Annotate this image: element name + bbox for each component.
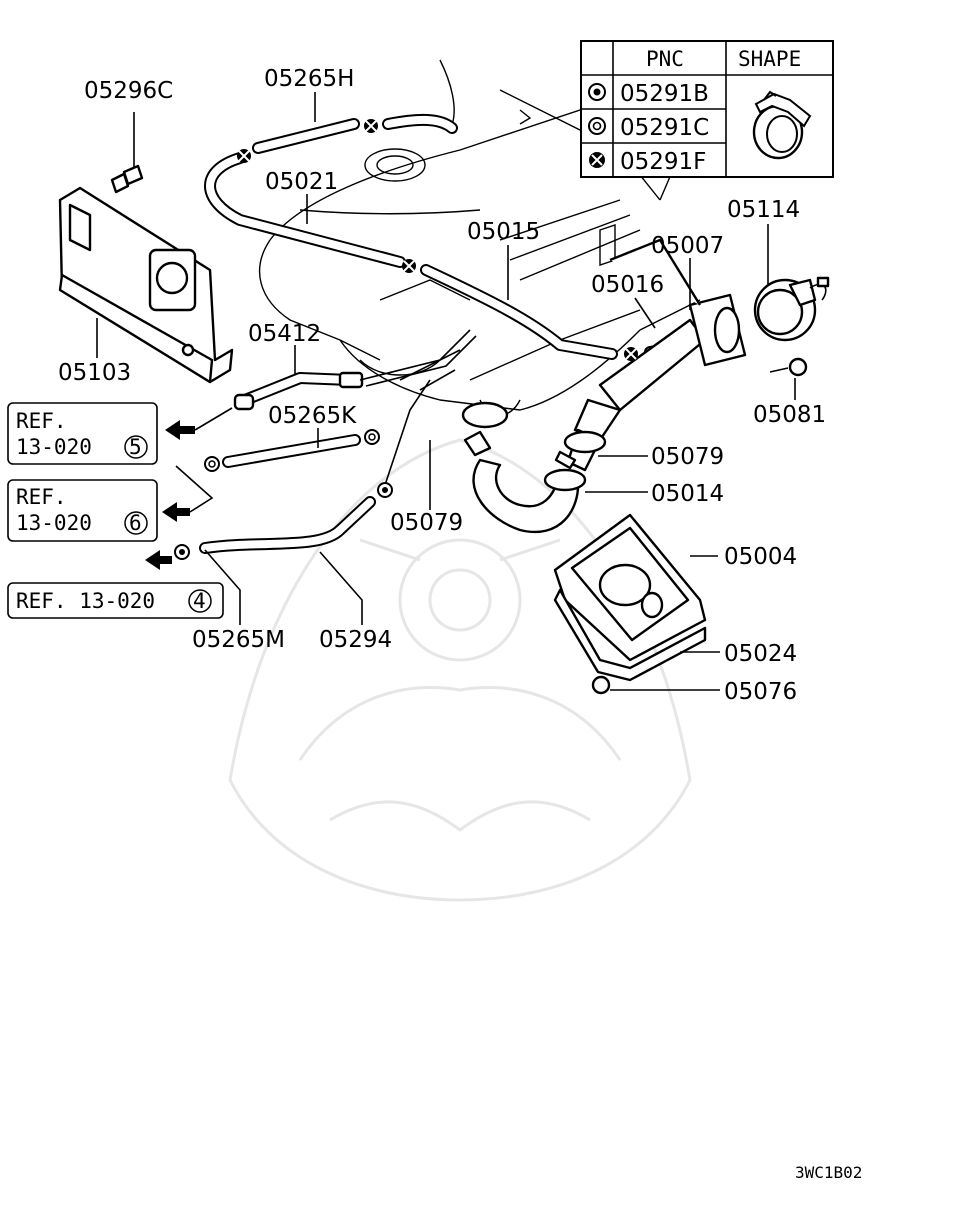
clip-05076 bbox=[591, 675, 611, 695]
circle-x-icon bbox=[364, 119, 378, 133]
svg-text:13-020: 13-020 bbox=[16, 435, 92, 459]
filler-box-05004 bbox=[553, 513, 707, 662]
circle-x-icon bbox=[589, 152, 605, 168]
double-circle-icon bbox=[364, 429, 380, 445]
nut-05081 bbox=[769, 357, 808, 377]
diagram-code: 3WC1B02 bbox=[795, 1163, 862, 1182]
vent-hose-05412 bbox=[233, 329, 477, 411]
part-label-05015: 05015 bbox=[467, 219, 540, 245]
reference-box-5: REF. 13-020 5 bbox=[7, 402, 158, 465]
part-labels: 05296C 05265H 05021 05015 05007 05114 05… bbox=[58, 66, 826, 705]
gasket-05024 bbox=[553, 588, 707, 682]
legend-pnc-05291C: 05291C bbox=[620, 115, 709, 141]
fuel-cap bbox=[753, 276, 830, 342]
svg-text:4: 4 bbox=[193, 589, 206, 613]
svg-text:6: 6 bbox=[129, 511, 142, 535]
svg-text:REF.: REF. bbox=[16, 409, 67, 433]
part-label-05114: 05114 bbox=[727, 197, 800, 223]
arrow-left-icon bbox=[145, 550, 172, 570]
svg-text:13-020: 13-020 bbox=[16, 511, 92, 535]
watermark-emblem bbox=[228, 438, 692, 902]
reference-box-6: REF. 13-020 6 bbox=[7, 479, 158, 542]
part-label-05014: 05014 bbox=[651, 481, 724, 507]
part-label-05079-lower: 05079 bbox=[390, 510, 463, 536]
circle-dot-icon bbox=[174, 544, 190, 560]
part-label-05007: 05007 bbox=[651, 233, 724, 259]
vent-hose-05021 bbox=[204, 113, 458, 268]
legend-header-shape: SHAPE bbox=[738, 47, 801, 71]
vent-hose-05294 bbox=[199, 379, 431, 554]
legend-table: PNC SHAPE 05291B 05291C 05291F bbox=[580, 40, 834, 178]
leader-lines bbox=[96, 92, 796, 691]
legend-pnc-05291B: 05291B bbox=[620, 81, 709, 107]
reference-box-4: REF. 13-020 4 bbox=[7, 582, 224, 619]
legend-pnc-05291F: 05291F bbox=[620, 149, 706, 175]
part-label-05076: 05076 bbox=[724, 679, 797, 705]
part-label-05081: 05081 bbox=[753, 402, 826, 428]
part-label-05016: 05016 bbox=[591, 272, 664, 298]
clamp-05079-upper bbox=[554, 430, 607, 470]
part-label-05265H: 05265H bbox=[264, 66, 354, 92]
part-label-05024: 05024 bbox=[724, 641, 797, 667]
part-label-05265M: 05265M bbox=[192, 627, 285, 653]
double-circle-icon bbox=[204, 456, 220, 472]
arrow-left-icon bbox=[165, 420, 195, 440]
bolt-05296C bbox=[110, 164, 144, 194]
legend-header-pnc: PNC bbox=[646, 47, 684, 71]
svg-text:5: 5 bbox=[129, 435, 142, 459]
part-label-05004: 05004 bbox=[724, 544, 797, 570]
hose-clamp-shape-icon bbox=[752, 90, 812, 160]
part-label-05103: 05103 bbox=[58, 360, 131, 386]
circle-x-icon bbox=[237, 149, 251, 163]
filler-hose-05014 bbox=[472, 458, 587, 533]
part-label-05079-upper: 05079 bbox=[651, 444, 724, 470]
part-label-05294: 05294 bbox=[319, 627, 392, 653]
clamp-symbols bbox=[174, 119, 638, 560]
vent-hose-05265K bbox=[222, 434, 361, 468]
arrow-left-icon bbox=[162, 502, 190, 522]
part-label-05265K: 05265K bbox=[268, 403, 357, 429]
clamp-05079-lower bbox=[461, 401, 509, 457]
circle-dot-icon bbox=[588, 83, 606, 101]
part-label-05021: 05021 bbox=[265, 169, 338, 195]
circle-dot-icon bbox=[377, 482, 393, 498]
circle-x-icon bbox=[624, 347, 638, 361]
skid-plate bbox=[58, 186, 234, 384]
reference-arrows bbox=[145, 407, 233, 570]
svg-text:REF.: REF. bbox=[16, 485, 67, 509]
part-label-05296C: 05296C bbox=[84, 78, 173, 104]
part-label-05412: 05412 bbox=[248, 321, 321, 347]
double-circle-icon bbox=[588, 117, 606, 135]
svg-text:REF. 13-020: REF. 13-020 bbox=[16, 589, 155, 613]
circle-x-icon bbox=[402, 259, 416, 273]
